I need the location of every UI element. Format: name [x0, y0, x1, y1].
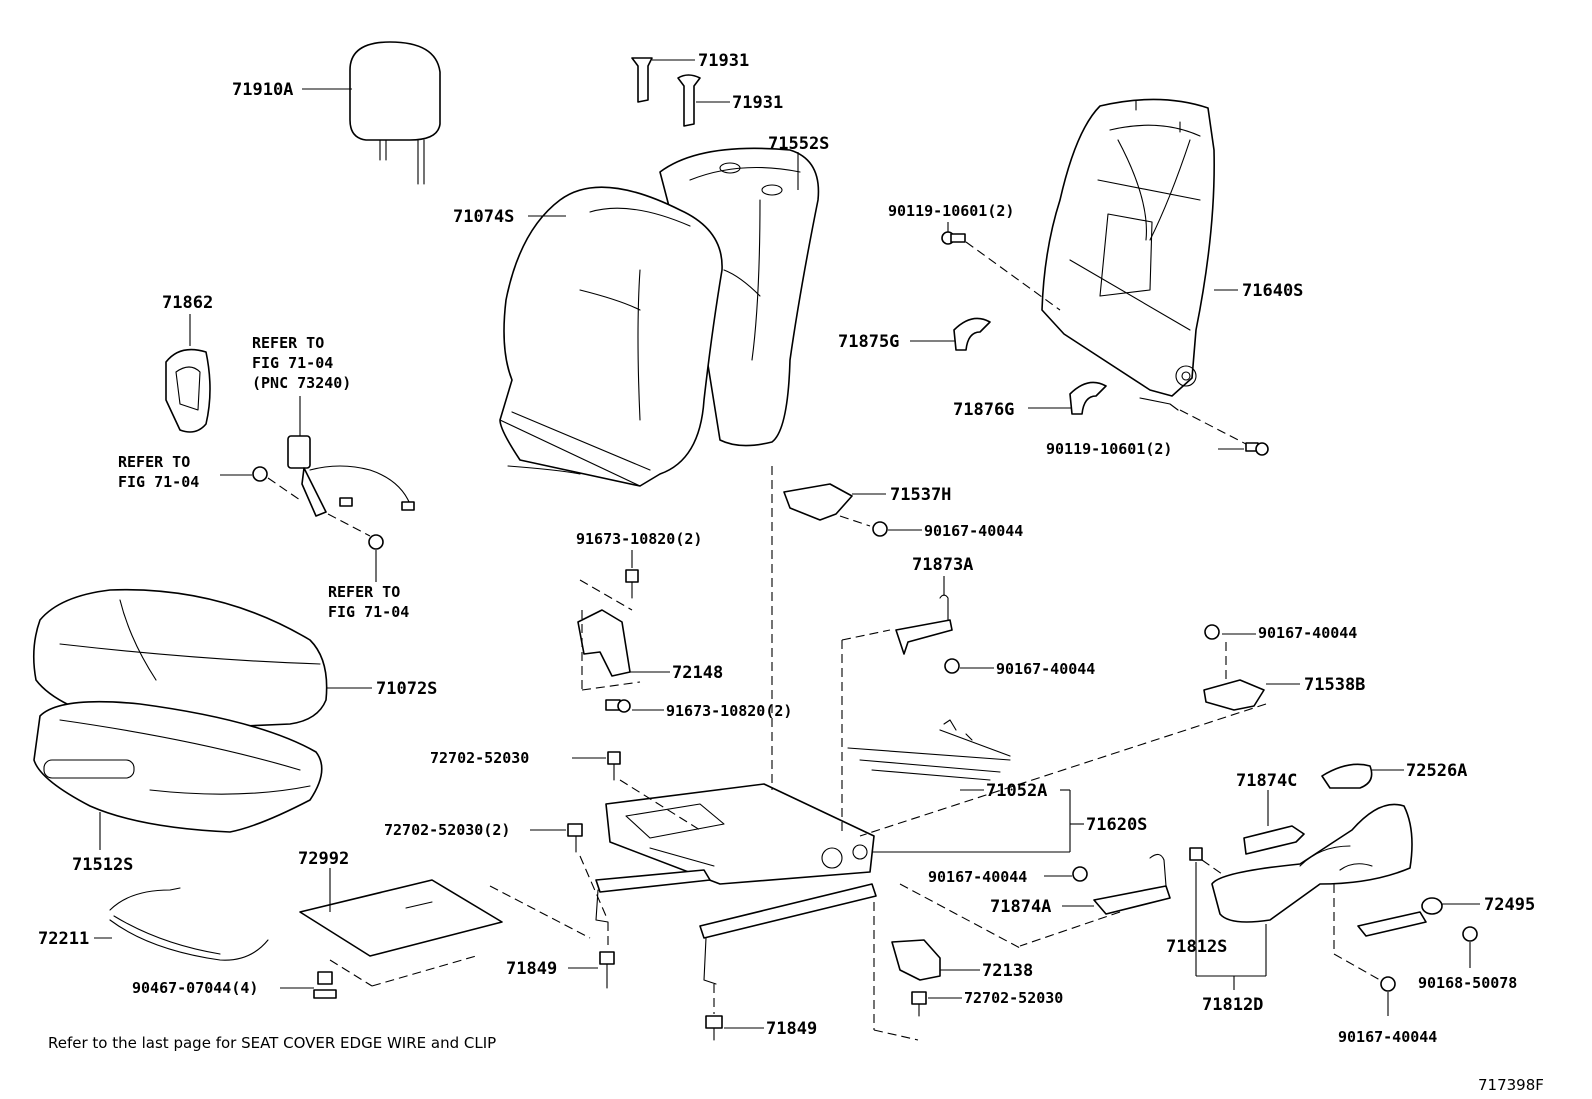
label-fig-71-04-1: FIG 71-04 — [252, 354, 333, 372]
label-72148: 72148 — [672, 663, 723, 683]
cover-72138 — [891, 939, 941, 981]
label-71552s: 71552S — [768, 134, 829, 154]
headrest-support-part — [631, 57, 701, 127]
footer-note: Refer to the last page for SEAT COVER ED… — [48, 1034, 496, 1052]
label-90167-b: 90167-40044 — [996, 660, 1095, 678]
label-refer-to-2: REFER TO — [118, 453, 190, 471]
label-71512s: 71512S — [72, 855, 133, 875]
screw-90167-c — [1204, 624, 1220, 640]
label-90467: 90467-07044(4) — [132, 979, 258, 997]
screw-90167-e — [1380, 976, 1396, 992]
wire-72211 — [109, 887, 269, 961]
label-fig-71-04-3: FIG 71-04 — [328, 603, 409, 621]
screw-72702-a — [607, 751, 621, 781]
seat-adjuster-part — [595, 783, 877, 985]
screw-91673-b — [605, 699, 631, 713]
label-71931-b: 71931 — [732, 93, 783, 113]
label-72992: 72992 — [298, 849, 349, 869]
label-91673-b: 91673-10820(2) — [666, 702, 792, 720]
label-fig-71-04-2: FIG 71-04 — [118, 473, 199, 491]
pin-71849-a — [599, 951, 615, 989]
cover-71875g — [953, 317, 991, 351]
screw-71812-clip — [1189, 847, 1203, 861]
label-71074s: 71074S — [453, 207, 514, 227]
bracket-71873a — [895, 594, 953, 655]
label-71537h: 71537H — [890, 485, 951, 505]
label-90119-b: 90119-10601(2) — [1046, 440, 1172, 458]
screw-90167-a — [872, 521, 888, 537]
seatback-cover-part — [499, 186, 723, 487]
clip-90467 — [313, 971, 337, 999]
label-91673-a: 91673-10820(2) — [576, 530, 702, 548]
label-71538b: 71538B — [1304, 675, 1365, 695]
label-71640s: 71640S — [1242, 281, 1303, 301]
figure-id: 717398F — [1478, 1076, 1544, 1094]
bracket-72148 — [577, 609, 631, 677]
label-71873a: 71873A — [912, 555, 973, 575]
cover-71876g — [1069, 381, 1107, 415]
label-71849-a: 71849 — [506, 959, 557, 979]
label-71862: 71862 — [162, 293, 213, 313]
screw-90168 — [1462, 926, 1478, 942]
side-shield-71812 — [1211, 803, 1413, 923]
label-90167-e: 90167-40044 — [1338, 1028, 1437, 1046]
label-90167-a: 90167-40044 — [924, 522, 1023, 540]
label-refer-to-3: REFER TO — [328, 583, 400, 601]
headrest-part — [349, 41, 441, 185]
label-72702-c: 72702-52030 — [964, 989, 1063, 1007]
bracket-71537h — [783, 483, 853, 521]
screw-91673-a — [625, 569, 639, 599]
screw-72702-b — [567, 823, 583, 853]
label-72702-b: 72702-52030(2) — [384, 821, 510, 839]
seat-cushion-pad-part — [33, 700, 323, 833]
screw-90167-b — [944, 658, 960, 674]
pin-71849-b — [705, 1015, 723, 1041]
label-90167-d: 90167-40044 — [928, 868, 1027, 886]
lever-71874a — [1093, 853, 1171, 915]
side-cover-71862 — [165, 348, 211, 433]
label-71874c: 71874C — [1236, 771, 1297, 791]
label-72495: 72495 — [1484, 895, 1535, 915]
label-71812d: 71812D — [1202, 995, 1263, 1015]
label-72138: 72138 — [982, 961, 1033, 981]
label-90119-a: 90119-10601(2) — [888, 202, 1014, 220]
label-71931-a: 71931 — [698, 51, 749, 71]
label-pnc-73240: (PNC 73240) — [252, 374, 351, 392]
bracket-71538b — [1203, 679, 1265, 711]
label-90167-c: 90167-40044 — [1258, 624, 1357, 642]
bolt-90119-b — [1245, 442, 1269, 456]
label-71812s: 71812S — [1166, 937, 1227, 957]
bolt-90119-a — [941, 231, 966, 245]
label-refer-to-1: REFER TO — [252, 334, 324, 352]
label-71620s: 71620S — [1086, 815, 1147, 835]
screw-72702-c — [911, 991, 927, 1017]
label-71876g: 71876G — [953, 400, 1014, 420]
label-71874a: 71874A — [990, 897, 1051, 917]
knob-72526a — [1321, 763, 1373, 789]
label-71849-b: 71849 — [766, 1019, 817, 1039]
knob-71874c — [1243, 825, 1305, 855]
label-72702-a: 72702-52030 — [430, 749, 529, 767]
plate-72992 — [299, 879, 503, 957]
label-90168: 90168-50078 — [1418, 974, 1517, 992]
label-71910a: 71910A — [232, 80, 293, 100]
label-72526a: 72526A — [1406, 761, 1467, 781]
label-72211: 72211 — [38, 929, 89, 949]
spring-71052a — [847, 719, 1011, 781]
label-71052a: 71052A — [986, 781, 1047, 801]
seat-cushion-cover-part — [32, 588, 328, 731]
label-71072s: 71072S — [376, 679, 437, 699]
knob-72495 — [1357, 897, 1443, 937]
screw-90167-d — [1072, 866, 1088, 882]
label-71875g: 71875G — [838, 332, 899, 352]
seatback-frame-part — [1041, 98, 1215, 411]
seat-belt-buckle — [252, 435, 415, 550]
